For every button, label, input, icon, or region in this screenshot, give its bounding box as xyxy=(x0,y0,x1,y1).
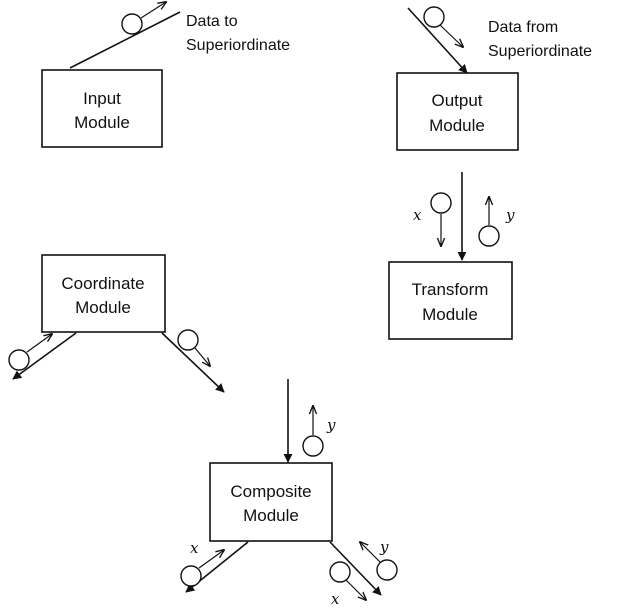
data-couple-circle xyxy=(121,13,143,35)
data-flow-arrow-up-right xyxy=(140,2,166,19)
output-module-label-line2: Module xyxy=(429,116,485,135)
composite-module-label-line2: Module xyxy=(243,506,299,525)
output-module-label-line1: Output xyxy=(431,91,482,110)
data-flow-arrow-down-right xyxy=(439,24,463,47)
data-couple-circle xyxy=(430,192,452,214)
data-from-superiordinate-line1: Data from xyxy=(488,19,558,36)
coordinate-module-label-line1: Coordinate xyxy=(61,274,144,293)
transform-y-label: y xyxy=(505,206,515,224)
data-couple-circle xyxy=(180,565,202,587)
data-flow-arrow-up-right xyxy=(26,334,52,353)
coordinate-right-connector xyxy=(161,329,225,393)
composite-right-connector: x y xyxy=(329,538,398,608)
composite-module-label-line1: Composite xyxy=(230,482,311,501)
data-couple-circle xyxy=(329,561,351,583)
composite-module: Composite Module xyxy=(209,462,333,542)
composite-left-x-label: x xyxy=(190,539,199,557)
composite-top-y-label: y xyxy=(326,416,336,434)
output-module: Output Module xyxy=(396,72,519,151)
data-couple-circle xyxy=(177,329,199,351)
transform-module-label-line1: Transform xyxy=(412,280,489,299)
data-couple-circle xyxy=(423,6,445,28)
composite-left-connector: x xyxy=(180,539,249,593)
input-module-label-line2: Module xyxy=(74,113,130,132)
data-to-superiordinate-line1: Data to xyxy=(186,13,238,30)
coordinate-module: Coordinate Module xyxy=(41,254,166,333)
coordinate-module-label-line2: Module xyxy=(75,298,131,317)
transform-connector: x y xyxy=(413,172,515,261)
data-flow-arrow-up-left xyxy=(360,542,381,563)
input-data-out-connector xyxy=(69,2,181,69)
data-couple-circle xyxy=(478,225,500,247)
data-couple-circle xyxy=(8,349,30,371)
data-couple-circle xyxy=(376,559,398,581)
transform-module: Transform Module xyxy=(388,261,513,340)
data-from-superiordinate-line2: Superiordinate xyxy=(488,43,592,60)
composite-right-x-label: x xyxy=(331,590,340,608)
data-couple-circle xyxy=(302,435,324,457)
data-flow-arrow-up-right xyxy=(198,550,224,569)
data-to-superiordinate-line2: Superiordinate xyxy=(186,37,290,54)
composite-right-y-label: y xyxy=(379,538,389,556)
input-module: Input Module xyxy=(41,69,163,148)
composite-top-connector: y xyxy=(283,379,336,463)
transform-x-label: x xyxy=(413,206,422,224)
coordinate-left-connector xyxy=(8,332,77,380)
input-module-label-line1: Input xyxy=(83,89,121,108)
output-data-in-connector xyxy=(407,6,468,74)
data-flow-arrow-down-right xyxy=(345,579,366,600)
data-flow-arrow-down-right xyxy=(194,347,210,366)
transform-module-label-line2: Module xyxy=(422,305,478,324)
